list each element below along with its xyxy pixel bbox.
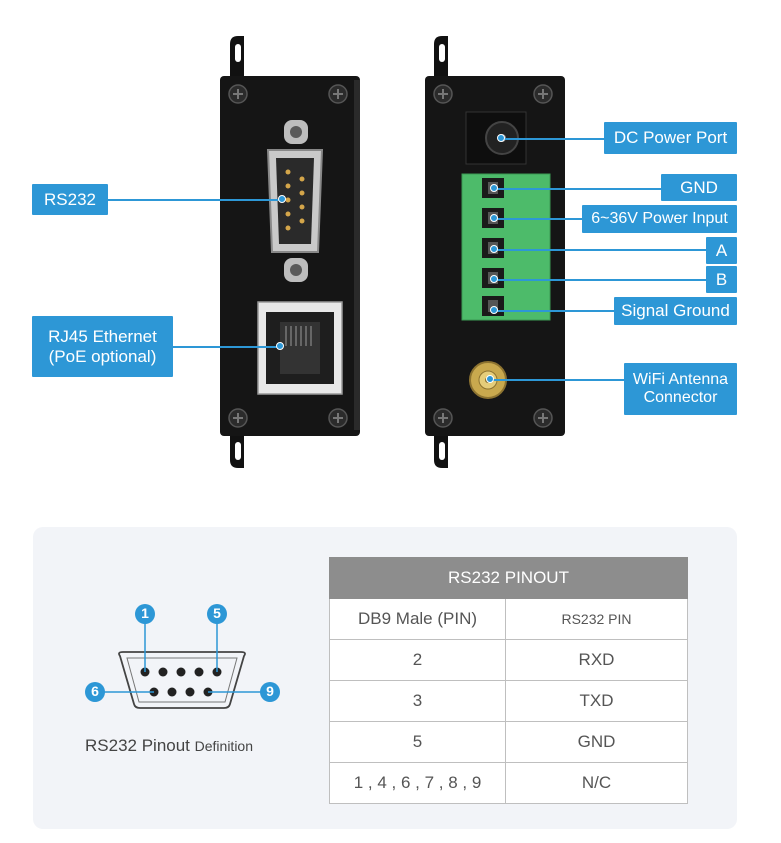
rj45-label: RJ45 Ethernet (PoE optional) [32, 316, 173, 377]
table-row: 2 RXD [329, 639, 688, 681]
wifi-pointer-dot [486, 375, 494, 383]
rj45-pointer-dot [276, 342, 284, 350]
pin1-badge [135, 604, 155, 624]
power-input-label: 6~36V Power Input [582, 205, 737, 233]
dc-power-leader-line [500, 138, 604, 140]
table-row: 1 , 4 , 6 , 7 , 8 , 9 N/C [329, 762, 688, 804]
terminal-block [461, 173, 551, 321]
db9-connector [266, 120, 324, 282]
rj45-leader-line [173, 346, 280, 348]
rs232-label: RS232 [32, 184, 108, 215]
gnd-label: GND [661, 174, 737, 201]
left-top-ear-slot [235, 44, 241, 62]
pin1-number: 1 [141, 605, 149, 621]
power-input-pointer-dot [490, 214, 498, 222]
left-bottom-ear-slot [235, 442, 241, 460]
power-input-leader-line [493, 218, 582, 220]
wifi-antenna-label: WiFi Antenna Connector [624, 363, 737, 415]
pinout-table: RS232 PINOUT DB9 Male (PIN) RS232 PIN 2 … [329, 557, 688, 804]
rj45-label-line1: RJ45 Ethernet [48, 326, 157, 346]
a-pointer-dot [490, 245, 498, 253]
table-header-rs232: RS232 PIN [505, 598, 688, 640]
wifi-leader-line [490, 379, 624, 381]
signal-ground-leader-line [493, 310, 614, 312]
dc-power-pointer-dot [497, 134, 505, 142]
table-header-db9: DB9 Male (PIN) [329, 598, 506, 640]
right-device-drawing [425, 36, 565, 468]
dc-power-port-label: DC Power Port [604, 122, 737, 154]
b-leader-line [493, 279, 706, 281]
a-label: A [706, 237, 737, 264]
pin6-badge [85, 682, 105, 702]
pinout-caption: RS232 Pinout Definition [85, 736, 285, 756]
table-title: RS232 PINOUT [329, 557, 688, 599]
table-cell-signal: RXD [505, 639, 688, 681]
rs232-leader-line [108, 199, 280, 201]
pin6-number: 6 [91, 683, 99, 699]
pin9-number: 9 [266, 683, 274, 699]
a-leader-line [493, 249, 706, 251]
table-cell-signal: GND [505, 721, 688, 763]
table-cell-pin: 3 [329, 680, 506, 722]
pin9-badge [260, 682, 280, 702]
table-row: 5 GND [329, 721, 688, 763]
table-cell-pin: 1 , 4 , 6 , 7 , 8 , 9 [329, 762, 506, 804]
db9-pinout-diagram [85, 604, 280, 709]
gnd-leader-line [493, 188, 661, 190]
caption-small: Definition [194, 738, 254, 754]
caption-main: RS232 Pinout [85, 736, 190, 755]
signal-ground-pointer-dot [490, 306, 498, 314]
table-cell-signal: TXD [505, 680, 688, 722]
table-cell-signal: N/C [505, 762, 688, 804]
table-row: 3 TXD [329, 680, 688, 722]
pin5-number: 5 [213, 605, 221, 621]
signal-ground-label: Signal Ground [614, 297, 737, 325]
table-cell-pin: 2 [329, 639, 506, 681]
b-label: B [706, 266, 737, 293]
rs232-pointer-dot [278, 195, 286, 203]
gnd-pointer-dot [490, 184, 498, 192]
rj45-label-line2: (PoE optional) [48, 346, 157, 366]
table-cell-pin: 5 [329, 721, 506, 763]
b-pointer-dot [490, 275, 498, 283]
wifi-label-line1: WiFi Antenna [632, 370, 729, 388]
pin5-badge [207, 604, 227, 624]
wifi-label-line2: Connector [643, 389, 718, 406]
